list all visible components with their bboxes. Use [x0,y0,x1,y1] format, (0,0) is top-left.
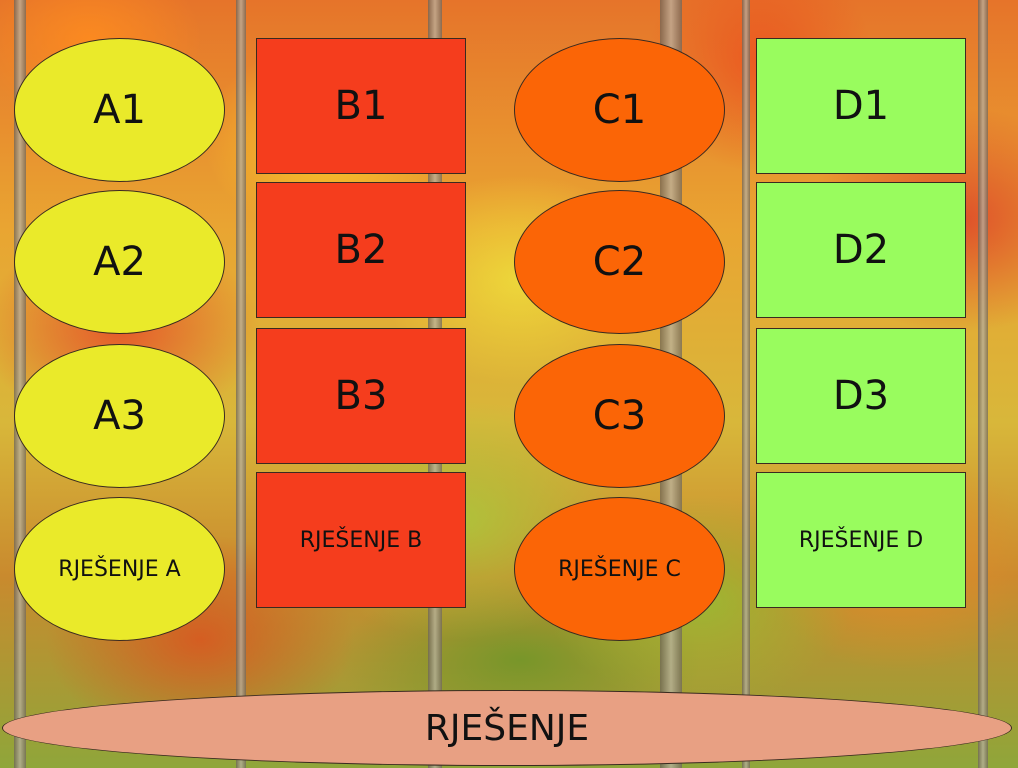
tree-trunk [742,0,750,768]
tile-c1[interactable]: C1 [514,38,725,182]
tile-b2[interactable]: B2 [256,182,466,318]
tile-d1[interactable]: D1 [756,38,966,174]
final-solution-tile[interactable]: RJEŠENJE [2,690,1012,766]
tile-d3[interactable]: D3 [756,328,966,464]
solution-d-tile[interactable]: RJEŠENJE D [756,472,966,608]
tile-a2[interactable]: A2 [14,190,225,334]
tile-a1[interactable]: A1 [14,38,225,182]
solution-a-tile[interactable]: RJEŠENJE A [14,497,225,641]
solution-b-tile[interactable]: RJEŠENJE B [256,472,466,608]
tree-trunk [978,0,988,768]
tile-b3[interactable]: B3 [256,328,466,464]
tile-b1[interactable]: B1 [256,38,466,174]
tile-c2[interactable]: C2 [514,190,725,334]
tree-trunk [236,0,246,768]
tile-c3[interactable]: C3 [514,344,725,488]
tile-a3[interactable]: A3 [14,344,225,488]
solution-c-tile[interactable]: RJEŠENJE C [514,497,725,641]
tile-d2[interactable]: D2 [756,182,966,318]
